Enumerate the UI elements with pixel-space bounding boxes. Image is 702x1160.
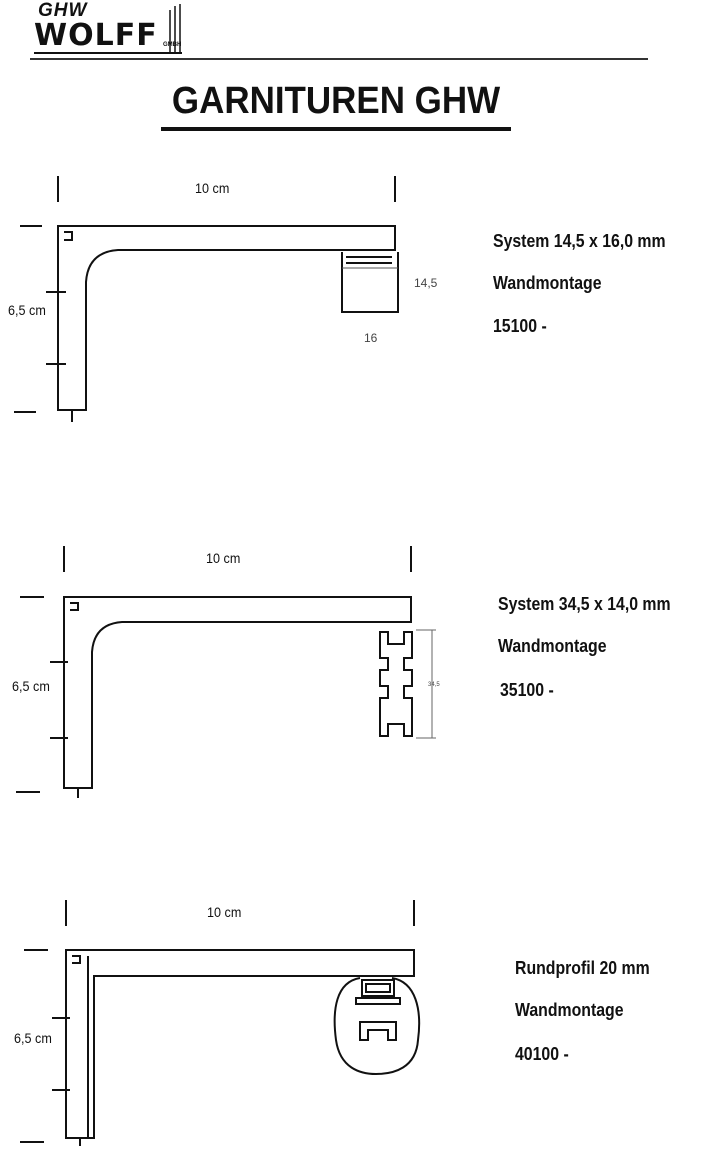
- profile-height-label: 34,5: [428, 682, 440, 688]
- system-spec: Rundprofil 20 mm: [515, 958, 650, 978]
- height-label: 6,5 cm: [8, 302, 46, 318]
- bracket-drawing-1: [14, 176, 399, 422]
- logo-text-ghw: GHW: [38, 0, 88, 21]
- article-number: 15100 -: [493, 316, 547, 336]
- bracket-drawing-3: [20, 900, 421, 1146]
- width-label: 10 cm: [207, 904, 242, 920]
- bracket-drawing-2: [16, 546, 436, 798]
- page-title: GARNITUREN GHW: [171, 80, 501, 122]
- height-label: 6,5 cm: [12, 678, 50, 694]
- title-underline: [161, 127, 511, 131]
- logo-graphic: [34, 4, 182, 54]
- logo-text-gmbh: GMBH: [163, 42, 182, 48]
- mounting-type: Wandmontage: [515, 1000, 624, 1020]
- mounting-type: Wandmontage: [493, 273, 602, 293]
- article-number: 40100 -: [515, 1044, 569, 1064]
- profile-width-label: 16: [364, 331, 378, 345]
- width-label: 10 cm: [206, 550, 241, 566]
- company-logo: [30, 2, 190, 56]
- width-label: 10 cm: [195, 180, 230, 196]
- header-divider: [30, 58, 648, 60]
- article-number: 35100 -: [500, 680, 554, 700]
- profile-height-label: 14,5: [414, 276, 438, 290]
- system-spec: System 14,5 x 16,0 mm: [493, 231, 666, 251]
- mounting-type: Wandmontage: [498, 636, 607, 656]
- height-label: 6,5 cm: [14, 1030, 52, 1046]
- system-spec: System 34,5 x 14,0 mm: [498, 594, 671, 614]
- logo-text-wolff: WOLFF: [34, 18, 158, 53]
